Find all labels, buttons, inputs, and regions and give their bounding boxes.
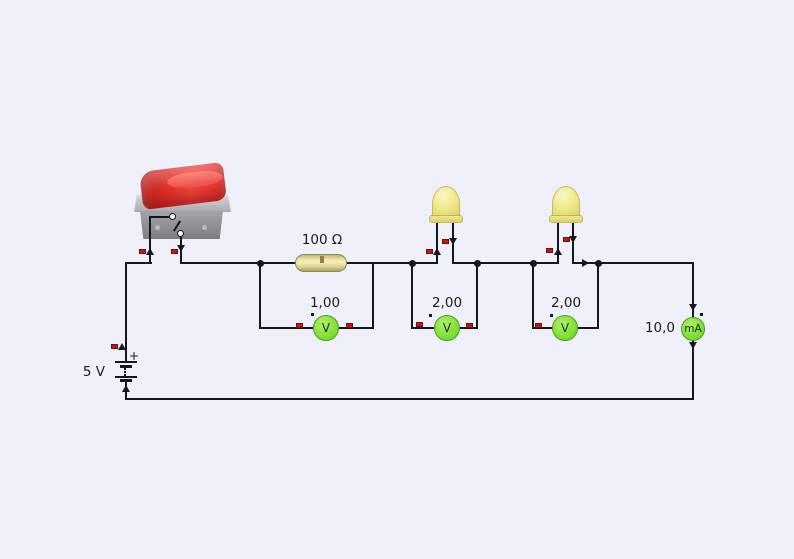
resistor-band <box>320 256 324 263</box>
resistor-value-label: 100 Ω <box>301 232 343 248</box>
wire-main-d <box>572 262 694 264</box>
voltmeter-1-reading: 1,00 <box>309 295 341 311</box>
battery-value-label: 5 V <box>82 364 105 380</box>
current-arrow-up-icon <box>554 248 562 255</box>
wire-main-b <box>345 262 438 264</box>
wire-v2-right <box>476 262 478 329</box>
voltmeter-3-reading: 2,00 <box>550 295 582 311</box>
terminal-marker <box>346 323 353 328</box>
junction-dot <box>409 260 416 267</box>
current-arrow-down-icon <box>569 236 577 243</box>
terminal-marker <box>442 239 449 244</box>
battery-cell-divider <box>124 368 128 376</box>
battery-plate-negative <box>120 365 132 368</box>
wire-v1-left <box>259 262 261 329</box>
switch-screw-left <box>155 225 160 230</box>
wire-main-c <box>452 262 559 264</box>
meter-handle-dot <box>700 313 703 316</box>
current-arrow-down-icon <box>449 238 457 245</box>
terminal-marker <box>563 237 570 242</box>
rocker-switch[interactable] <box>133 162 233 241</box>
voltmeter-2-reading: 2,00 <box>431 295 463 311</box>
terminal-marker <box>111 344 118 349</box>
voltmeter-unit: V <box>321 321 331 335</box>
led-flange-icon <box>549 215 583 223</box>
meter-handle-dot <box>311 313 314 316</box>
current-arrow-up-icon <box>122 385 130 392</box>
ammeter-unit: mA <box>684 323 702 335</box>
current-arrow-down-icon <box>689 304 697 311</box>
wire-battery-to-switch <box>125 262 152 264</box>
wire-switch-symbol <box>149 216 171 218</box>
current-arrow-down-icon <box>177 245 185 252</box>
meter-handle-dot <box>429 314 432 317</box>
resistor-100-ohm[interactable] <box>295 254 347 272</box>
voltmeter-3[interactable]: V <box>552 315 578 341</box>
wire-v3-left <box>532 262 534 329</box>
wire-led2-left-leg <box>557 221 559 264</box>
battery-plate-positive-2 <box>115 376 137 378</box>
wire-bottom-return <box>125 398 694 400</box>
current-arrow-up-icon <box>118 343 126 350</box>
junction-dot <box>257 260 264 267</box>
terminal-marker <box>296 323 303 328</box>
battery-plus-sign: + <box>129 349 140 363</box>
terminal-marker <box>139 249 146 254</box>
led-dome-icon <box>552 186 580 218</box>
junction-dot <box>530 260 537 267</box>
switch-contact-left <box>169 213 176 220</box>
switch-contact-right <box>177 230 184 237</box>
wire-main-a <box>180 262 297 264</box>
switch-screw-right <box>202 225 207 230</box>
led-dome-icon <box>432 186 460 218</box>
wire-v1-right <box>372 262 374 329</box>
led-1[interactable] <box>429 186 463 224</box>
ammeter-reading: 10,0 <box>644 320 675 336</box>
led-flange-icon <box>429 215 463 223</box>
terminal-marker <box>546 248 553 253</box>
voltmeter-2[interactable]: V <box>434 315 460 341</box>
terminal-marker <box>416 322 423 327</box>
wire-led1-left-leg <box>436 221 438 264</box>
led-2[interactable] <box>549 186 583 224</box>
voltmeter-1[interactable]: V <box>313 315 339 341</box>
terminal-marker <box>426 249 433 254</box>
ammeter[interactable]: mA <box>681 317 705 341</box>
voltmeter-unit: V <box>560 321 570 335</box>
wire-switch-left-terminal <box>149 216 151 264</box>
battery-plate-positive <box>115 361 137 363</box>
voltmeter-unit: V <box>442 321 452 335</box>
terminal-marker <box>535 323 542 328</box>
battery-plate-negative-2 <box>120 379 132 382</box>
wire-v3-right <box>597 262 599 329</box>
current-arrow-down-icon <box>689 342 697 349</box>
terminal-marker <box>171 249 178 254</box>
wire-v2-left <box>411 262 413 329</box>
wire-battery-top-column <box>125 262 127 362</box>
current-arrow-right-icon <box>582 259 589 267</box>
current-arrow-up-icon <box>146 248 154 255</box>
current-arrow-up-icon <box>433 248 441 255</box>
meter-handle-dot <box>550 314 553 317</box>
junction-dot <box>595 260 602 267</box>
terminal-marker <box>466 323 473 328</box>
junction-dot <box>474 260 481 267</box>
